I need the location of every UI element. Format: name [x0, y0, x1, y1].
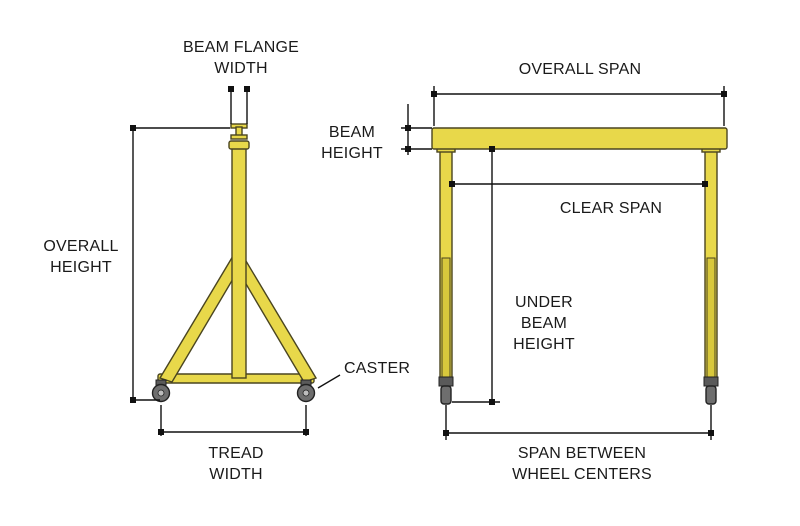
label-line: WHEEL CENTERS — [512, 466, 652, 483]
beam-cross-section — [230, 123, 248, 140]
label-beam-flange-width: BEAM FLANGE WIDTH — [183, 37, 299, 79]
label-line: OVERALL — [43, 238, 119, 255]
side-post-cap — [228, 140, 250, 150]
label-line: UNDER — [515, 294, 573, 311]
front-main-beam — [431, 127, 728, 150]
label-beam-height: BEAM HEIGHT — [321, 122, 383, 164]
label-under-beam-height: UNDER BEAM HEIGHT — [513, 292, 575, 355]
label-overall-span: OVERALL SPAN — [519, 59, 641, 80]
label-line: WIDTH — [214, 60, 268, 77]
label-line: HEIGHT — [321, 145, 383, 162]
label-clear-span: CLEAR SPAN — [560, 198, 662, 219]
label-line: BEAM — [520, 315, 568, 332]
front-view — [431, 127, 728, 405]
side-center-post — [231, 145, 247, 379]
front-left-caster — [438, 376, 454, 405]
label-line: HEIGHT — [50, 259, 112, 276]
label-line: OVERALL SPAN — [518, 61, 642, 78]
label-line: WIDTH — [209, 466, 263, 483]
side-view — [151, 123, 318, 403]
label-line: TREAD — [208, 445, 264, 462]
label-line: CASTER — [344, 360, 411, 377]
side-left-leg — [158, 255, 244, 383]
label-tread-width: TREAD WIDTH — [208, 443, 263, 485]
label-line: BEAM — [328, 124, 376, 141]
dimension-lines — [130, 86, 727, 440]
label-line: HEIGHT — [513, 336, 575, 353]
side-left-caster — [151, 379, 171, 403]
label-overall-height: OVERALL HEIGHT — [43, 236, 118, 278]
label-line: BEAM FLANGE — [182, 39, 300, 56]
front-right-caster — [703, 376, 719, 405]
label-line: CLEAR SPAN — [559, 200, 663, 217]
label-span-between-wheel-centers: SPAN BETWEEN WHEEL CENTERS — [512, 443, 652, 485]
label-caster: CASTER — [344, 358, 410, 379]
side-right-caster — [296, 379, 316, 403]
label-line: SPAN BETWEEN — [517, 445, 647, 462]
